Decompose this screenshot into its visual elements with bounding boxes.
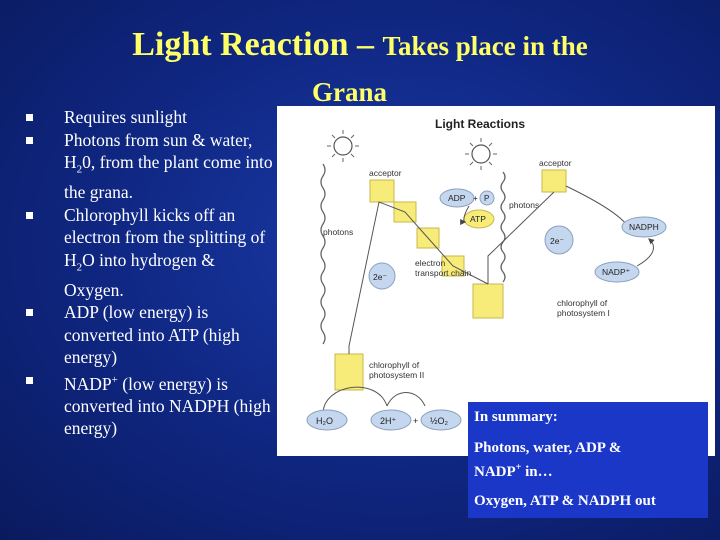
electron-bubble-right <box>544 225 574 255</box>
bullet-marker <box>26 136 33 144</box>
oxygen-label: ½O₂ <box>430 416 449 426</box>
phosphate-label: P <box>484 194 489 203</box>
bullet-marker <box>26 309 33 316</box>
electron-path-nadp <box>565 185 630 229</box>
electron-right-label: 2e⁻ <box>550 236 564 246</box>
bullet-marker <box>26 376 33 384</box>
title-rest: Takes place in the <box>382 31 588 61</box>
title-dash: – <box>348 26 383 63</box>
diagram-title: Light Reactions <box>435 117 525 131</box>
water-split-arc <box>322 386 388 415</box>
electron-path-left <box>348 201 489 354</box>
nadp-to-nadph-arrow <box>636 238 655 267</box>
electron-path-right <box>487 191 555 284</box>
water-split-arc-right <box>386 392 426 407</box>
sun-right-icon <box>465 138 497 170</box>
bullet-marker <box>26 211 33 219</box>
photons-left-label: photons <box>323 227 353 237</box>
bullet-marker <box>26 114 33 121</box>
title-main: Light Reaction <box>132 26 349 63</box>
ps2-label-line1: chlorophyll of <box>369 360 420 370</box>
nadph-bubble <box>621 216 667 238</box>
ps1-label-line2: photosystem I <box>557 308 610 318</box>
summary-box: In summary: Photons, water, ADP & NADP+ … <box>468 402 708 518</box>
summary-inputs-line1: Photons, water, ADP & <box>474 440 622 456</box>
h2o-label: H₂O <box>316 416 333 426</box>
sun-left-icon <box>327 130 359 162</box>
adp-plus: + <box>473 194 478 203</box>
bullet-list: Requires sunlight Photons from sun & wat… <box>26 106 276 440</box>
slide-title-line2: Grana <box>312 77 388 107</box>
acceptor-left-box <box>369 179 395 203</box>
nadp-label: NADP⁺ <box>602 267 630 277</box>
ps1-box <box>472 283 504 319</box>
hydrogen-label: 2H⁺ <box>380 416 397 426</box>
summary-outputs: Oxygen, ATP & NADPH out <box>474 493 656 509</box>
bullet-item: ADP (low energy) is converted into ATP (… <box>26 301 276 369</box>
acceptor-left-label: acceptor <box>369 168 402 178</box>
electron-left-label: 2e⁻ <box>373 272 387 282</box>
etc-label-line1: electron <box>415 258 446 268</box>
ps1-label-line1: chlorophyll of <box>557 298 608 308</box>
acceptor-right-label: acceptor <box>539 158 572 168</box>
photon-wave-left <box>320 163 326 345</box>
acceptor-right-box <box>541 169 567 193</box>
plus-sign: + <box>413 416 418 426</box>
bullet-item: Photons from sun & water, H20, from the … <box>26 129 276 204</box>
bullet-item: Requires sunlight <box>26 106 276 129</box>
summary-inputs-line2: NADP+ in… <box>474 462 553 480</box>
nadph-label: NADPH <box>629 222 659 232</box>
oxygen-bubble <box>420 409 462 431</box>
electron-bubble-left <box>368 262 396 290</box>
bullet-item: Chlorophyll kicks off an electron from t… <box>26 204 276 302</box>
atp-label: ATP <box>470 214 486 224</box>
ps2-box <box>334 353 364 391</box>
photon-wave-right <box>500 171 506 283</box>
summary-heading: In summary: <box>474 409 558 425</box>
h2o-bubble <box>306 409 348 431</box>
adp-atp-arrow <box>460 205 470 225</box>
slide-title: Light Reaction – Takes place in the <box>0 28 720 62</box>
adp-bubble <box>439 188 475 208</box>
hydrogen-bubble <box>370 409 412 431</box>
light-reactions-diagram: Light Reactions photons photon <box>277 106 715 456</box>
phosphate-bubble <box>479 190 495 206</box>
ps2-label-line2: photosystem II <box>369 370 424 380</box>
etc-label-line2: transport chain <box>415 268 471 278</box>
photons-right-label: photons <box>509 200 539 210</box>
adp-label: ADP <box>448 193 466 203</box>
nadp-bubble <box>594 261 640 283</box>
bullet-item: NADP+ (low energy) is converted into NAD… <box>26 369 276 440</box>
